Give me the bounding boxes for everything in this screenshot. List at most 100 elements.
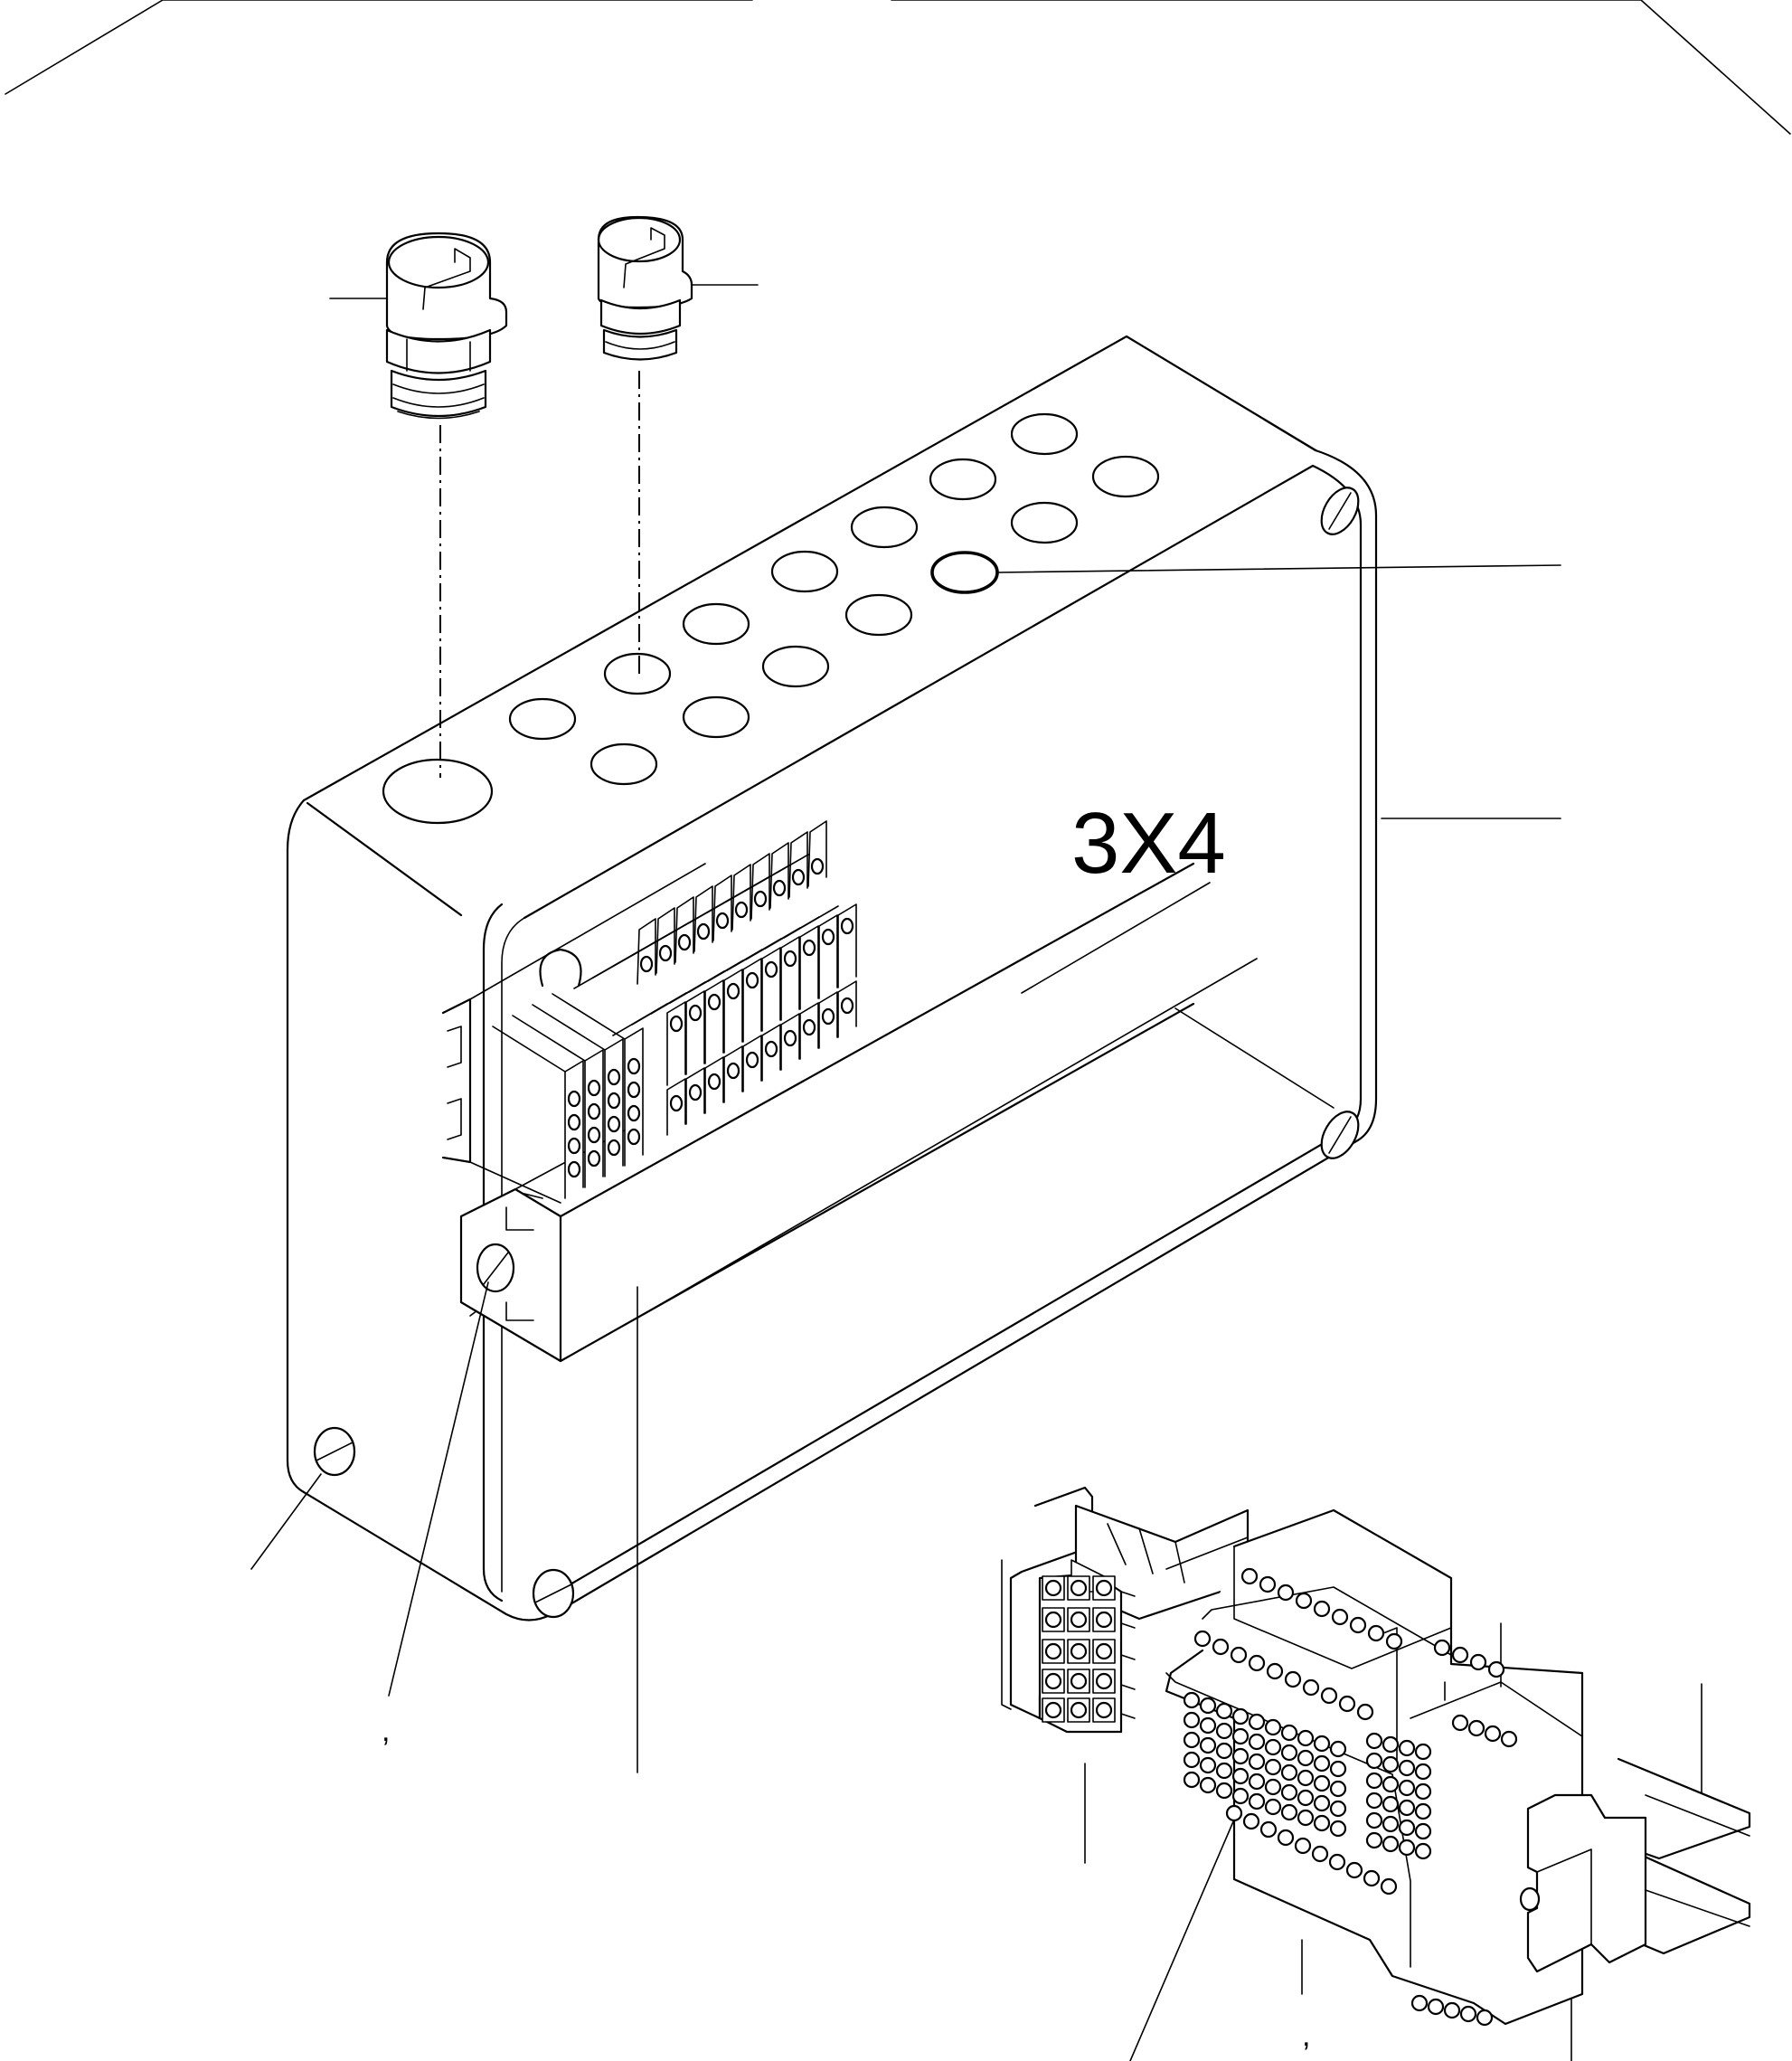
terminal-edge xyxy=(1120,1684,1136,1690)
terminal-hole-icon xyxy=(1199,1756,1217,1774)
terminal-hole-icon xyxy=(1280,1744,1298,1762)
terminal-screw-icon xyxy=(1095,1672,1113,1690)
terminal-screw-icon xyxy=(567,1090,581,1108)
terminal-row-lower xyxy=(612,903,857,1136)
terminal-hole-icon xyxy=(1443,2001,1461,2019)
terminal-grid xyxy=(1183,1691,1398,1896)
terminal-hole-icon xyxy=(1212,1638,1230,1656)
terminal-hole-icon xyxy=(1313,1814,1331,1832)
terminal-screw-icon xyxy=(1070,1672,1088,1690)
screw-icon xyxy=(1320,1111,1360,1159)
terminal-hole-icon xyxy=(1313,1774,1331,1792)
terminal-hole-icon xyxy=(1410,1994,1429,2012)
terminal-hole-icon xyxy=(1467,1719,1485,1737)
terminal-slice xyxy=(807,820,827,887)
terminal-hole-icon xyxy=(1302,1678,1320,1697)
terminal-screw-icon xyxy=(696,922,711,941)
terminal-block-detail xyxy=(1001,1486,1751,2027)
terminal-hole-icon xyxy=(1284,1670,1302,1688)
terminal-screw-icon xyxy=(715,912,730,930)
terminal-hole-icon xyxy=(1398,1759,1416,1777)
gland-hole xyxy=(761,645,830,688)
terminal-hole-icon xyxy=(1264,1798,1282,1816)
terminal-screw-icon xyxy=(1044,1672,1062,1690)
terminal-hole-icon xyxy=(1414,1743,1432,1761)
terminal-screw-icon xyxy=(791,868,806,886)
terminal-hole-icon xyxy=(1248,1773,1266,1791)
terminal-hole-icon xyxy=(1385,1632,1403,1650)
terminal-hole-icon xyxy=(1313,1600,1331,1618)
terminal-edge xyxy=(744,854,809,892)
terminal-hole-icon xyxy=(1183,1731,1201,1749)
terminal-screw-icon xyxy=(1070,1642,1088,1660)
terminal-hole-icon xyxy=(1240,1567,1259,1585)
terminal-hole-icon xyxy=(1248,1792,1266,1810)
terminal-hole-icon xyxy=(1500,1730,1518,1748)
terminal-screw-icon xyxy=(734,901,749,919)
terminal-screw-icon xyxy=(567,1160,581,1178)
terminal-hole-icon xyxy=(1264,1738,1282,1756)
terminal-hole-icon xyxy=(1329,1740,1347,1758)
terminal-hole-icon xyxy=(1313,1735,1331,1753)
terminal-screw-icon xyxy=(587,1102,601,1120)
terminal-hole-icon xyxy=(1476,2009,1494,2027)
callout-mark: , xyxy=(1302,2018,1310,2053)
terminal-hole-icon xyxy=(1451,1646,1469,1664)
terminal-edge xyxy=(512,1015,586,1062)
gland-hole xyxy=(682,695,750,739)
terminal-hole-icon xyxy=(1398,1819,1416,1837)
gland-hole xyxy=(844,593,913,637)
terminal-hole-icon xyxy=(1248,1733,1266,1751)
terminal-hole-icon xyxy=(1329,1780,1347,1798)
terminal-screw-icon xyxy=(802,939,816,957)
terminal-hole-icon xyxy=(1414,1782,1432,1801)
terminal-hole-icon xyxy=(1451,1714,1469,1732)
terminal-screw-icon xyxy=(1070,1579,1088,1597)
terminal-hole-icon xyxy=(1215,1702,1233,1720)
terminal-hole-icon xyxy=(1297,1789,1315,1807)
terminal-screw-icon xyxy=(810,857,825,875)
terminal-screw-icon xyxy=(1095,1642,1113,1660)
terminal-screw-icon xyxy=(1044,1579,1062,1597)
terminal-hole-icon xyxy=(1365,1732,1383,1750)
terminal-hole-icon xyxy=(1215,1782,1233,1800)
terminal-slice xyxy=(723,969,743,1054)
terminal-screw-icon xyxy=(567,1113,581,1131)
terminal-hole-icon xyxy=(1365,1792,1383,1810)
terminal-hole-icon xyxy=(1433,1639,1451,1657)
terminal-hole-icon xyxy=(1382,1815,1400,1833)
terminal-slice xyxy=(666,1001,686,1086)
terminal-screw-icon xyxy=(783,1029,797,1047)
terminal-hole-icon xyxy=(1345,1861,1363,1879)
terminal-edge xyxy=(552,993,626,1040)
terminal-screw-icon xyxy=(764,960,778,979)
terminal-hole-icon xyxy=(1295,1592,1313,1610)
terminal-hole-icon xyxy=(1427,1998,1445,2016)
terminal-hole-icon xyxy=(1484,1725,1502,1743)
terminal-hole-icon xyxy=(1277,1829,1295,1847)
gland-hole xyxy=(589,742,658,786)
terminal-hole-icon xyxy=(1230,1646,1248,1664)
terminal-hole-icon xyxy=(1266,1662,1284,1680)
terminal-hole-icon xyxy=(1297,1809,1315,1827)
terminal-screw-icon xyxy=(627,1057,641,1075)
screw-icon xyxy=(532,1568,575,1619)
terminal-hole-icon xyxy=(1264,1718,1282,1736)
screw-icon xyxy=(313,1426,356,1477)
terminal-screw-icon xyxy=(821,1007,835,1026)
screw-icon xyxy=(1320,487,1360,535)
terminal-hole-icon xyxy=(1329,1800,1347,1818)
gland-hole xyxy=(682,602,750,646)
terminal-screw-icon xyxy=(745,971,759,989)
terminal-slice xyxy=(704,979,724,1064)
terminal-hole-icon xyxy=(1264,1758,1282,1776)
gland-hole xyxy=(1010,412,1079,456)
terminal-hole-icon xyxy=(1248,1713,1266,1731)
frame-lines xyxy=(5,0,1791,135)
terminal-screw-icon xyxy=(658,944,673,962)
terminal-hole-icon xyxy=(1313,1754,1331,1773)
terminal-screw-icon xyxy=(1095,1579,1113,1597)
terminal-hole-icon xyxy=(1414,1802,1432,1820)
terminal-hole-icon xyxy=(1294,1837,1312,1855)
